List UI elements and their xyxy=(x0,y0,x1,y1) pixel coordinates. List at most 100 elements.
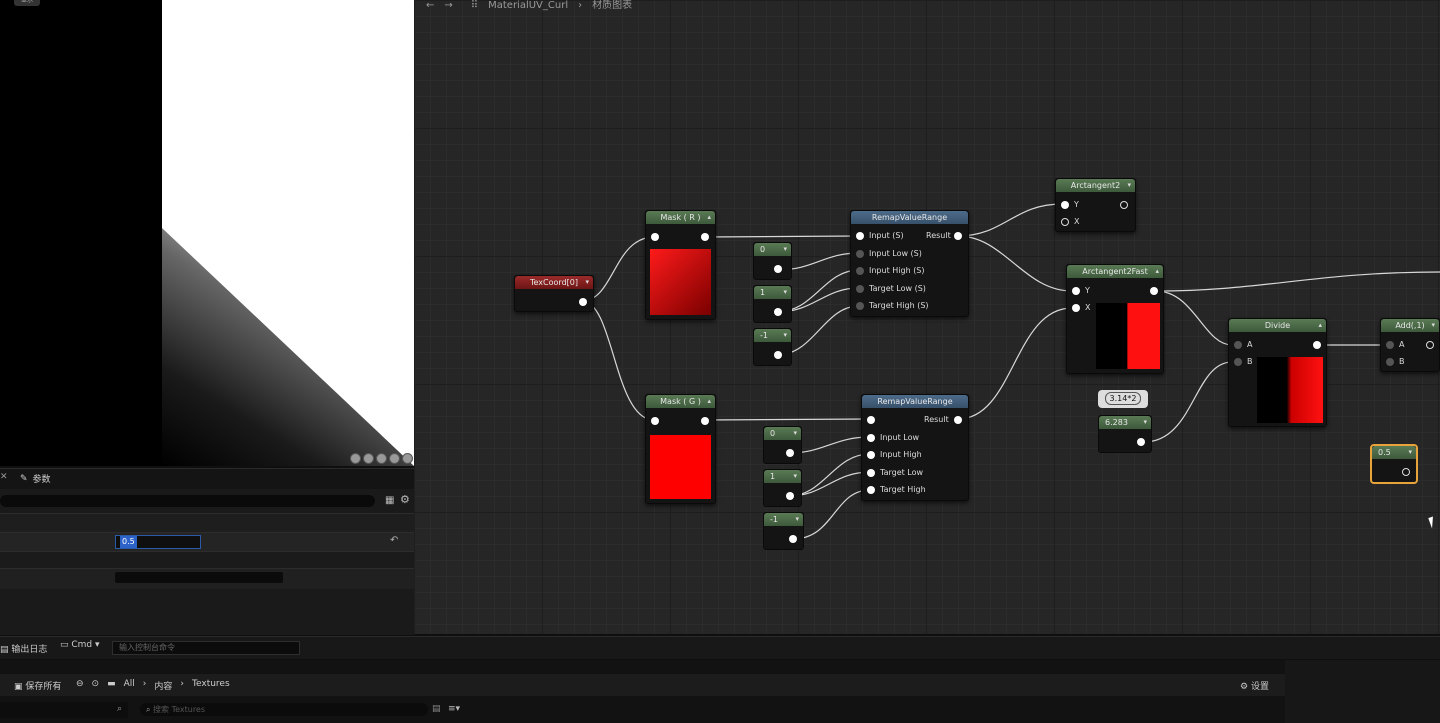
parameter-text-input[interactable] xyxy=(115,572,283,583)
path-item-textures[interactable]: Textures xyxy=(192,679,230,689)
output-log-tab[interactable]: ▤ 输出日志 xyxy=(0,642,47,655)
input-pin[interactable] xyxy=(867,434,875,442)
chevron-down-icon[interactable]: ▾ xyxy=(585,278,589,286)
input-pin[interactable] xyxy=(1072,304,1080,312)
breadcrumb-asset[interactable]: MaterialUV_Curl xyxy=(488,0,569,11)
input-pin[interactable] xyxy=(867,469,875,477)
input-pin[interactable] xyxy=(1386,341,1394,349)
mask-g-node[interactable]: Mask ( G )▴ xyxy=(645,394,716,504)
collapse-icon[interactable]: ▴ xyxy=(707,213,711,221)
console-command-input[interactable]: 输入控制台命令 xyxy=(112,641,300,655)
forward-history-icon[interactable]: ⊙ xyxy=(91,679,100,689)
filter-icon[interactable]: ≡▾ xyxy=(448,704,461,714)
remap-value-range-node[interactable]: RemapValueRange Result Input Low Input H… xyxy=(861,394,969,501)
output-pin[interactable] xyxy=(1150,287,1158,295)
output-pin[interactable] xyxy=(701,233,709,241)
chevron-down-icon[interactable]: ▾ xyxy=(1143,418,1147,426)
mask-r-node[interactable]: Mask ( R )▴ xyxy=(645,210,716,320)
plane-preview-icon[interactable] xyxy=(376,453,387,464)
material-graph-canvas[interactable]: ← → ⠿ MaterialUV_Curl › 材质图表 xyxy=(414,0,1440,634)
comment-bubble[interactable]: 3.14*2 xyxy=(1098,390,1148,408)
input-pin[interactable] xyxy=(856,250,864,258)
input-pin[interactable] xyxy=(867,416,875,424)
chevron-down-icon[interactable]: ▾ xyxy=(783,288,787,296)
cmd-dropdown[interactable]: ▭ Cmd ▾ xyxy=(60,640,100,650)
output-pin[interactable] xyxy=(774,351,782,359)
constant-node[interactable]: 0▾ xyxy=(763,426,802,464)
input-pin[interactable] xyxy=(651,417,659,425)
output-pin[interactable] xyxy=(954,416,962,424)
input-pin[interactable] xyxy=(867,486,875,494)
output-pin[interactable] xyxy=(1402,468,1410,476)
gear-icon[interactable]: ⚙ xyxy=(400,493,410,506)
back-arrow-icon[interactable]: ← xyxy=(426,0,435,11)
input-pin[interactable] xyxy=(856,285,864,293)
texcoord-node[interactable]: TexCoord[0]▾ xyxy=(514,275,594,312)
constant-node[interactable]: -1▾ xyxy=(763,512,804,550)
collapse-icon[interactable]: ▴ xyxy=(1155,267,1159,275)
input-pin[interactable] xyxy=(856,267,864,275)
custom-mesh-preview-icon[interactable] xyxy=(402,453,413,464)
output-pin[interactable] xyxy=(789,535,797,543)
output-pin[interactable] xyxy=(1120,201,1128,209)
collapse-icon[interactable]: ▴ xyxy=(707,397,711,405)
output-pin[interactable] xyxy=(786,449,794,457)
folder-search-input[interactable]: ⌕ xyxy=(0,702,128,718)
arctangent2-node[interactable]: Arctangent2▾ Y X xyxy=(1055,178,1136,232)
chevron-down-icon[interactable]: ▾ xyxy=(793,472,797,480)
history-icon[interactable]: ⊖ xyxy=(76,679,84,689)
constant-node[interactable]: 6.283▾ xyxy=(1098,415,1152,453)
asset-search-input[interactable]: ⌕ 搜索 Textures xyxy=(140,703,428,716)
divide-node[interactable]: Divide▴ A B xyxy=(1228,318,1327,427)
path-item-content[interactable]: 内容 xyxy=(154,682,173,692)
input-pin[interactable] xyxy=(856,232,864,240)
chevron-down-icon[interactable]: ▾ xyxy=(1431,321,1435,329)
save-all-button[interactable]: ▣ 保存所有 xyxy=(14,679,61,692)
chevron-down-icon[interactable]: ▾ xyxy=(795,515,799,523)
input-pin[interactable] xyxy=(1234,341,1242,349)
chevron-down-icon[interactable]: ▾ xyxy=(783,245,787,253)
settings-button[interactable]: ⚙ 设置 xyxy=(1240,679,1269,692)
output-pin[interactable] xyxy=(701,417,709,425)
details-search-input[interactable] xyxy=(0,495,375,507)
input-pin[interactable] xyxy=(856,302,864,310)
chevron-down-icon[interactable]: ▾ xyxy=(1127,181,1131,189)
input-pin[interactable] xyxy=(1061,218,1069,226)
constant-node-selected[interactable]: 0.5▾ xyxy=(1370,444,1418,484)
parameter-value-input[interactable]: 0.5 xyxy=(115,535,201,549)
material-preview-viewport[interactable]: 显示 xyxy=(0,0,414,466)
close-icon[interactable]: ✕ xyxy=(0,472,8,482)
constant-node[interactable]: -1▾ xyxy=(753,328,792,366)
input-pin[interactable] xyxy=(867,451,875,459)
cylinder-preview-icon[interactable] xyxy=(350,453,361,464)
remap-value-range-node[interactable]: RemapValueRange Input (S) Result Input L… xyxy=(850,210,969,317)
reset-to-default-icon[interactable]: ↶ xyxy=(390,535,399,546)
cube-preview-icon[interactable] xyxy=(389,453,400,464)
input-pin[interactable] xyxy=(1061,201,1069,209)
constant-node[interactable]: 0▾ xyxy=(753,242,792,280)
output-pin[interactable] xyxy=(774,308,782,316)
forward-arrow-icon[interactable]: → xyxy=(444,0,453,11)
grid-view-icon[interactable]: ▦ xyxy=(385,495,395,506)
arctangent2fast-node[interactable]: Arctangent2Fast▴ Y X xyxy=(1066,264,1164,374)
path-item-all[interactable]: All xyxy=(123,679,135,689)
collapse-icon[interactable]: ▴ xyxy=(1318,321,1322,329)
chevron-down-icon[interactable]: ▾ xyxy=(783,331,787,339)
input-pin[interactable] xyxy=(1072,287,1080,295)
constant-node[interactable]: 1▾ xyxy=(763,469,802,507)
output-pin[interactable] xyxy=(774,265,782,273)
add-node[interactable]: Add(,1)▾ A B xyxy=(1380,318,1440,372)
tab-parameters[interactable]: ✎ 参数 xyxy=(20,472,51,486)
save-search-icon[interactable]: ▤ xyxy=(432,704,441,714)
chevron-down-icon[interactable]: ▾ xyxy=(1408,448,1412,456)
output-pin[interactable] xyxy=(1313,341,1321,349)
output-pin[interactable] xyxy=(1426,341,1434,349)
output-pin[interactable] xyxy=(579,298,587,306)
sphere-preview-icon[interactable] xyxy=(363,453,374,464)
output-pin[interactable] xyxy=(954,232,962,240)
viewport-show-button[interactable]: 显示 xyxy=(14,0,40,6)
input-pin[interactable] xyxy=(651,233,659,241)
chevron-down-icon[interactable]: ▾ xyxy=(793,429,797,437)
breadcrumb-graph[interactable]: 材质图表 xyxy=(592,0,633,11)
output-pin[interactable] xyxy=(1137,438,1145,446)
